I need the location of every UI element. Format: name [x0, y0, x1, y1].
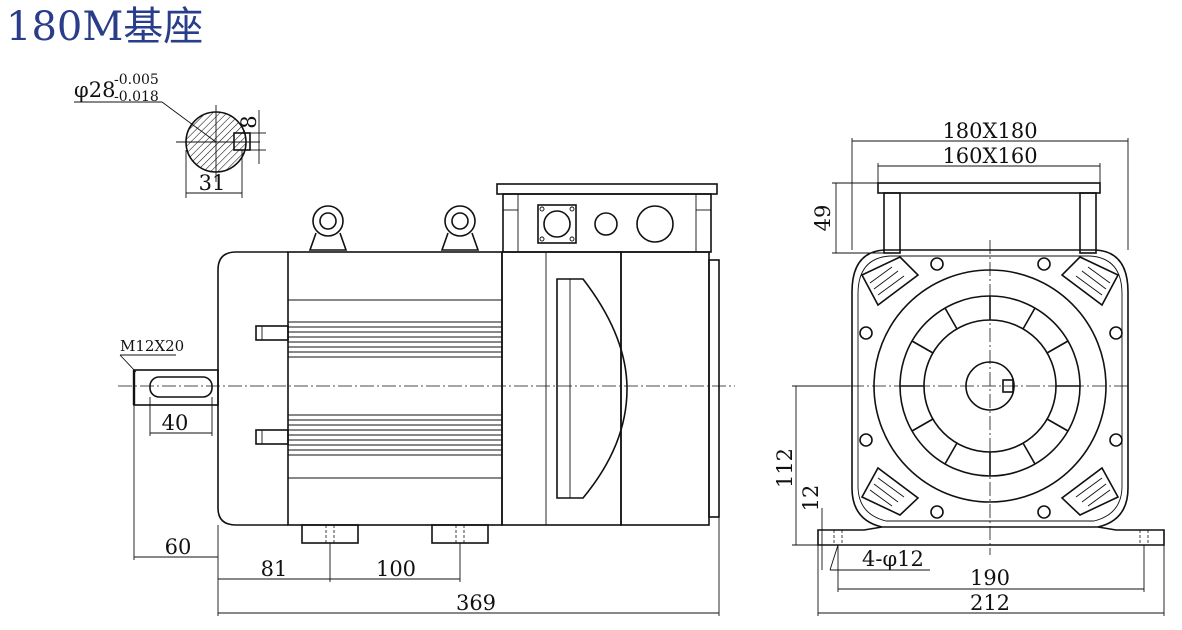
shaft-tol-upper: -0.005 — [114, 72, 159, 88]
dim-box-inner: 160X160 — [942, 144, 1037, 168]
thread-label: M12X20 — [120, 337, 184, 355]
dim-box-outer: 180X180 — [942, 119, 1037, 143]
dim-foot-thickness: 12 — [799, 485, 823, 512]
key-width-label: 8 — [237, 115, 261, 128]
key-depth-label: 31 — [199, 171, 226, 195]
dim-center-height: 112 — [773, 448, 797, 488]
shaft-diameter-label: φ28 — [74, 78, 115, 102]
dim-shaft-key-length: 40 — [162, 411, 189, 435]
dim-foot-spacing: 100 — [376, 557, 416, 581]
page-title: 180M基座 — [6, 4, 204, 50]
motor-end-view — [792, 138, 1165, 616]
dim-box-height: 49 — [811, 205, 835, 232]
hole-label: 4-φ12 — [862, 547, 924, 571]
dim-hole-spacing: 190 — [970, 566, 1010, 590]
dim-foot-width: 212 — [970, 591, 1010, 615]
dim-total-length: 369 — [456, 591, 496, 615]
motor-side-view — [118, 183, 735, 616]
dim-shaft-length: 60 — [165, 535, 192, 559]
shaft-tol-lower: -0.018 — [114, 89, 159, 105]
shaft-section-detail — [74, 101, 266, 198]
dim-foot-from-face: 81 — [261, 557, 288, 581]
